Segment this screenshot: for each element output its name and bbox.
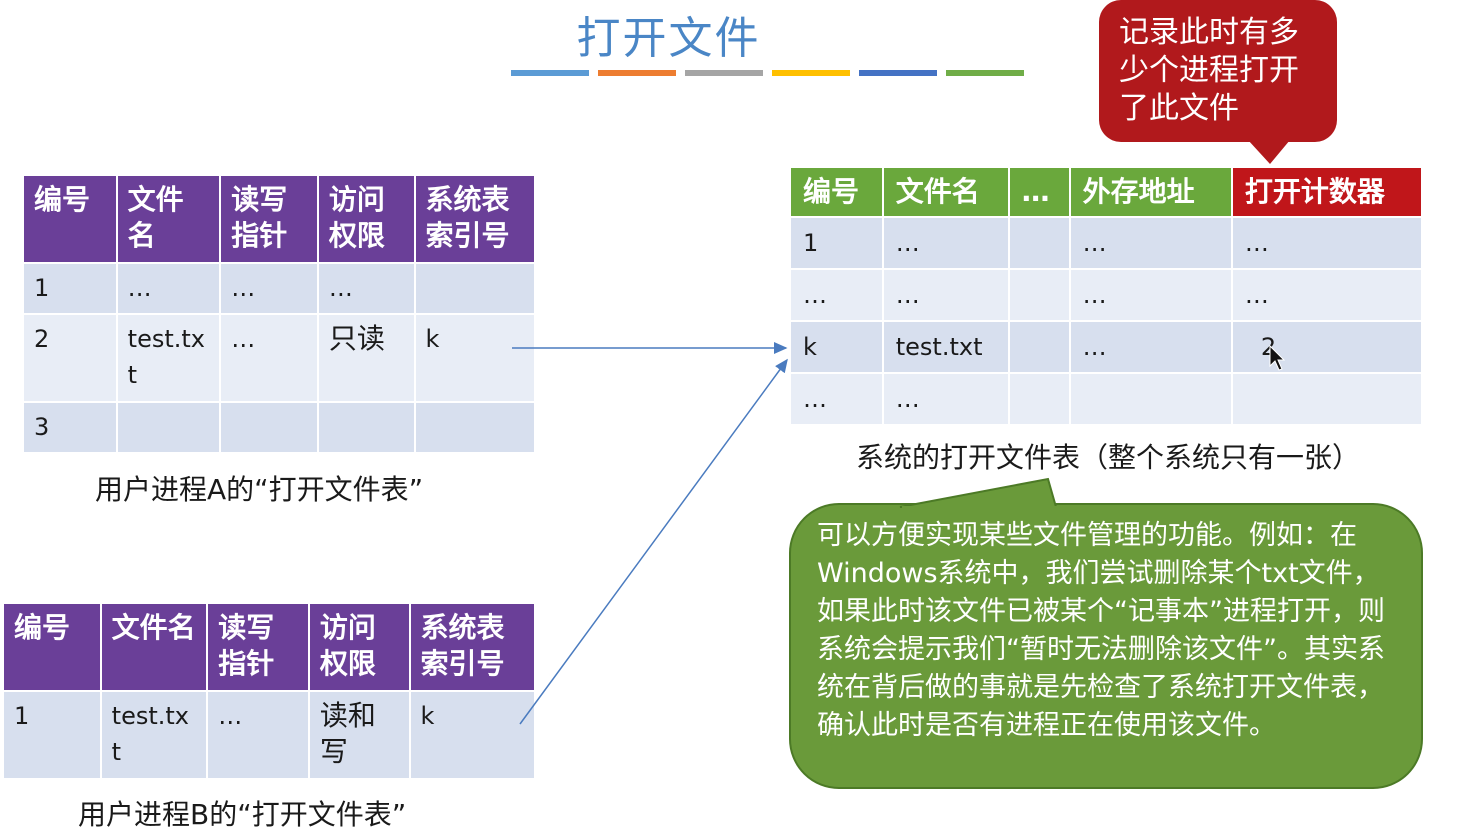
header-access: 访问权限 (316, 174, 416, 264)
cell: 3 (22, 401, 118, 454)
open-counter-callout: 记录此时有多少个进程打开了此文件 (1099, 0, 1337, 142)
header-open-counter: 打开计数器 (1230, 166, 1424, 218)
red-callout-pointer (1248, 140, 1290, 164)
cell (413, 401, 536, 454)
cell: … (881, 372, 1010, 426)
cell: 1 (22, 262, 118, 315)
explanation-callout: 可以方便实现某些文件管理的功能。例如：在Windows系统中，我们尝试删除某个t… (789, 503, 1423, 789)
green-callout-pointer (899, 477, 1058, 508)
cell: … (219, 313, 319, 403)
bar-segment (946, 70, 1024, 76)
table-row: 1 … … … (789, 216, 1424, 270)
cell (1007, 216, 1071, 270)
table-row: 2 test.txt … 只读 k (22, 313, 536, 403)
cell (219, 401, 319, 454)
bar-segment (685, 70, 763, 76)
header-access: 访问权限 (307, 602, 411, 692)
header-filename: 文件名 (99, 602, 209, 692)
table-row: 1 … … … (22, 262, 536, 315)
table-row: 3 (22, 401, 536, 454)
cell (1068, 372, 1233, 426)
table-row: … … (789, 372, 1424, 426)
header-id: 编号 (789, 166, 884, 218)
cell: test.txt (881, 320, 1010, 374)
arrow-b-to-system (519, 358, 788, 725)
cell (316, 401, 416, 454)
process-a-open-file-table: 编号 文件名 读写指针 访问权限 系统表索引号 1 … … … 2 test.t… (22, 174, 536, 454)
header-ellipsis: … (1007, 166, 1071, 218)
cell (1230, 372, 1424, 426)
cell: … (219, 262, 319, 315)
cell: … (206, 690, 310, 780)
cell: test.txt (115, 313, 222, 403)
cell: 只读 (316, 313, 416, 403)
cell: 1 (789, 216, 884, 270)
header-id: 编号 (22, 174, 118, 264)
cell: … (1230, 216, 1424, 270)
process-b-caption: 用户进程B的“打开文件表” (78, 798, 407, 831)
cell: k (789, 320, 884, 374)
cell: k (413, 313, 536, 403)
cell (1007, 320, 1071, 374)
bar-segment (511, 70, 589, 76)
table-row: … … … … (789, 268, 1424, 322)
page-title: 打开文件 (576, 13, 761, 64)
cell: k (408, 690, 537, 780)
title-underline-bars (511, 70, 1024, 76)
header-rw-pointer: 读写指针 (206, 602, 310, 692)
header-rw-pointer: 读写指针 (219, 174, 319, 264)
header-filename: 文件名 (881, 166, 1010, 218)
cell: 1 (2, 690, 102, 780)
cell: … (1068, 320, 1233, 374)
header-filename: 文件名 (115, 174, 222, 264)
process-a-caption: 用户进程A的“打开文件表” (95, 473, 424, 506)
cell: … (1068, 268, 1233, 322)
table-row: k test.txt … 2 (789, 320, 1424, 374)
cell: 2 (22, 313, 118, 403)
cell (115, 401, 222, 454)
cell: … (881, 216, 1010, 270)
bar-segment (772, 70, 850, 76)
cell (413, 262, 536, 315)
process-b-open-file-table: 编号 文件名 读写指针 访问权限 系统表索引号 1 test.txt … 读和写… (2, 602, 537, 780)
header-storage-address: 外存地址 (1068, 166, 1233, 218)
cell: … (1068, 216, 1233, 270)
cell: 读和写 (307, 690, 411, 780)
cell: … (316, 262, 416, 315)
cell: … (115, 262, 222, 315)
table-row: 1 test.txt … 读和写 k (2, 690, 537, 780)
cell: … (789, 372, 884, 426)
bar-segment (598, 70, 676, 76)
mouse-cursor-icon (1269, 344, 1286, 371)
cell: … (1230, 268, 1424, 322)
cell: … (789, 268, 884, 322)
system-open-file-table: 编号 文件名 … 外存地址 打开计数器 1 … … … … … … … k te… (789, 166, 1424, 426)
cell: test.txt (99, 690, 209, 780)
header-id: 编号 (2, 602, 102, 692)
open-counter-cell: 2 (1230, 320, 1424, 374)
header-sys-index: 系统表索引号 (413, 174, 536, 264)
system-table-caption: 系统的打开文件表（整个系统只有一张） (856, 441, 1361, 474)
bar-segment (859, 70, 937, 76)
cell (1007, 372, 1071, 426)
cell (1007, 268, 1071, 322)
cell: … (881, 268, 1010, 322)
header-sys-index: 系统表索引号 (408, 602, 537, 692)
